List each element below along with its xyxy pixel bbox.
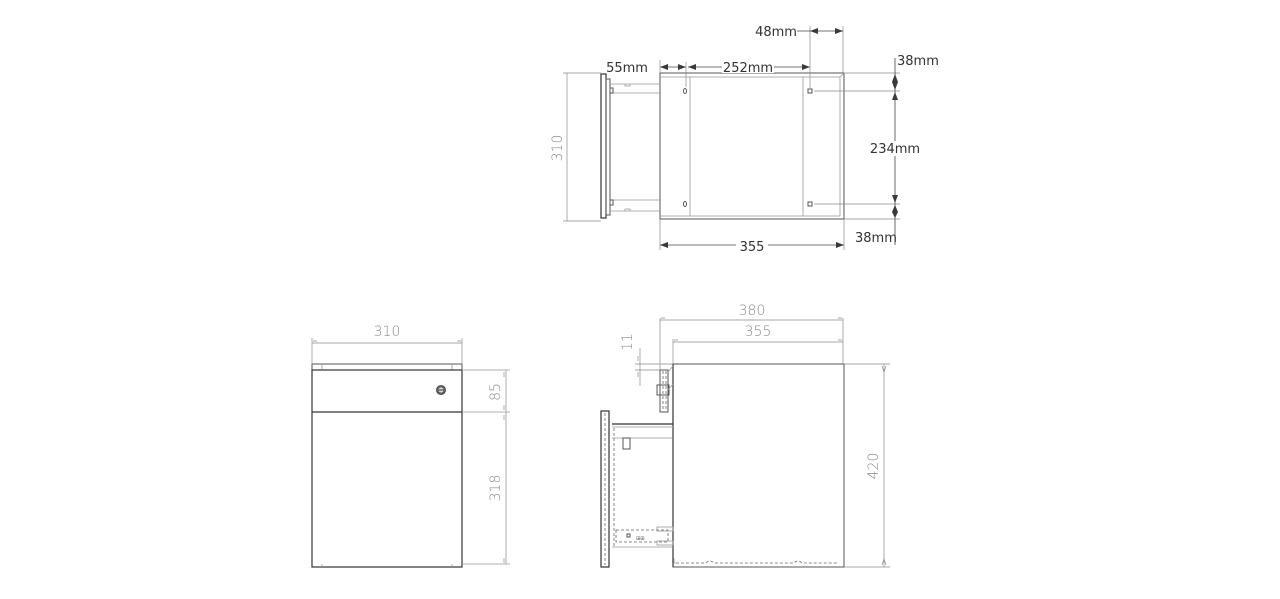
top-view: 310 55mm 252mm 48mm (550, 24, 939, 255)
dim-label-318: 318 (488, 475, 504, 502)
dim-label-252mm: 252mm (723, 61, 773, 76)
dim-label-380: 380 (739, 303, 766, 319)
lock-icon (436, 385, 446, 395)
side-view-carcass (672, 363, 845, 568)
dim-label-38mm-bottom: 38mm (855, 231, 897, 246)
dim-label-355-top: 355 (740, 240, 765, 255)
dim-label-38mm-top: 38mm (897, 54, 939, 69)
dim-label-11: 11 (620, 333, 636, 351)
front-view-body (311, 369, 463, 568)
dim-label-48mm: 48mm (755, 25, 797, 40)
dim-label-310-front: 310 (374, 324, 401, 340)
dim-label-234mm: 234mm (870, 142, 920, 157)
dim-label-85: 85 (488, 383, 504, 401)
dim-label-310-top: 310 (550, 135, 566, 162)
side-view: ⊞⊞ 380 355 11 420 (600, 303, 890, 568)
top-view-carcass (659, 72, 845, 220)
top-view-drawer-front (600, 73, 660, 219)
dim-label-355-side: 355 (745, 324, 772, 340)
dim-label-420: 420 (866, 453, 882, 480)
svg-text:⊞⊞: ⊞⊞ (636, 536, 644, 542)
dim-label-55mm: 55mm (606, 61, 648, 76)
front-view: 310 85 318 (311, 324, 510, 568)
